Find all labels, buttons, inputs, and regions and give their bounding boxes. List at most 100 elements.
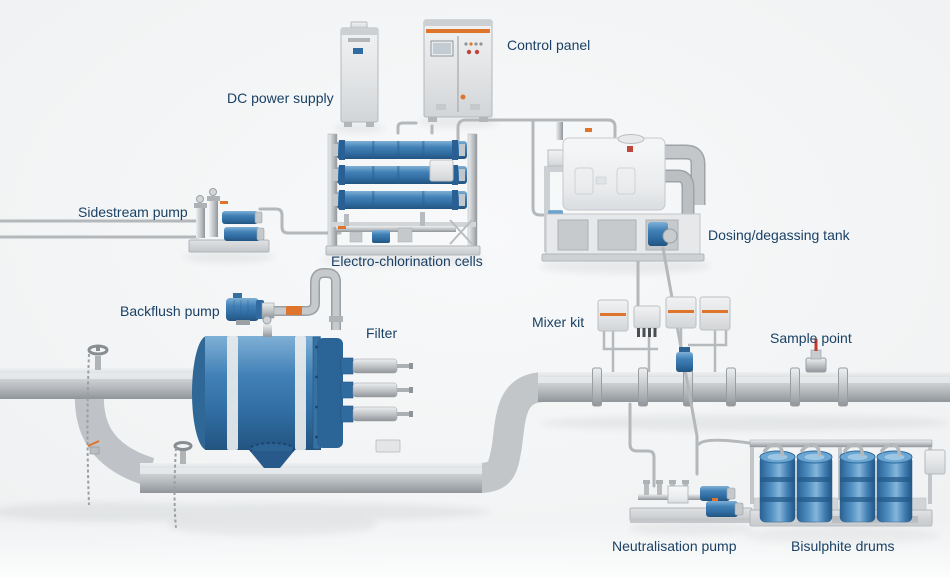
cell-ring [422,191,425,209]
shadow [321,253,485,267]
label-backflush-pump: Backflush pump [120,303,220,319]
flange-bolt [315,375,318,379]
drums-to-pump-pipe [697,438,758,446]
manifold-nozzle [637,328,640,337]
motor-fins [233,300,249,319]
relief-valve [627,146,633,152]
candle-tube [352,382,398,398]
lower-header-pipe [140,463,482,493]
slot [866,516,884,523]
drum [796,443,833,523]
sample-valve-body [805,357,827,373]
dosing-head [667,485,689,504]
cabinet-lid-handle [350,21,368,29]
drum-body [876,455,913,523]
pump-column-cap [207,196,220,201]
tank-elbow-pipe [664,146,704,205]
label-mixer-kit: Mixer kit [532,314,584,330]
cell-ring [422,141,425,159]
label-sample-point: Sample point [770,330,852,346]
shadow [334,123,384,133]
backflush-gooseneck-pipe [262,269,340,330]
indicator-light [474,42,478,46]
manifold-nozzle [642,328,646,337]
valve-cap [682,480,689,484]
vent-stack [556,122,563,140]
dosing-degassing-tank-unit [541,122,706,262]
cell-tube-row [332,140,467,160]
injector-actuator [676,352,693,372]
valve-stub [657,483,662,495]
isolation-valve-inlet [86,344,109,506]
label-bisulphite-drums: Bisulphite drums [791,538,895,554]
cell-ring [397,141,400,159]
shadow [183,251,275,263]
pump-foot [236,320,250,325]
drum [876,443,913,523]
shadow [540,415,950,431]
valve-lever [338,226,346,229]
vessel-strap [295,336,306,450]
drum-hoop [797,477,832,482]
pipe-highlight [0,373,208,379]
valve-stem [180,450,186,464]
candle-tube [352,406,398,422]
indicator-light [464,42,468,46]
flange-bolt [315,435,318,439]
valve-handwheel [209,188,217,196]
pump-motor [700,486,730,501]
motor-end-cap [256,227,265,241]
drum-hoop [840,497,875,502]
sample-valve-handle [814,339,818,351]
suction-hose [879,443,901,457]
cells-to-dosing-side-pipe [531,119,554,217]
valve-cap [669,480,676,484]
drain-valve-lever [87,440,100,447]
accent-stripe [668,310,694,313]
sidestream-pump-unit [188,188,270,253]
filter-candle [340,405,413,423]
sample-point-unit [805,339,827,373]
valve-chain [86,353,90,506]
manhole-ring [617,134,645,144]
thin-tubing [0,118,758,488]
drum-hoop [760,497,795,502]
pipe-highlight [140,468,482,474]
skid-pump [372,230,390,243]
candle-rod [397,388,410,392]
label-neutralisation-pump: Neutralisation pump [612,538,737,554]
drain-valve-body [89,446,100,455]
manifold-nozzle [648,328,651,337]
cross-brace [449,219,473,245]
rail-end-box [924,449,946,475]
motor-junction-box [233,293,242,299]
indicator-light [469,42,473,46]
cell-flange [339,190,345,210]
dc-power-supply-unit [340,21,379,127]
vent-grille [470,104,480,110]
cabinet-top-band [424,20,492,26]
motor-end-cap [734,502,744,516]
injector-cap [679,347,690,352]
candle-rod [397,412,410,416]
cell-flange [339,140,345,160]
floor-plate [375,439,401,453]
cabinet-foot [344,122,352,127]
pump-motor [226,298,259,321]
flange [838,367,848,407]
valve-stem [95,356,101,370]
electro-chlorination-cells-unit [325,133,481,256]
frame-post [544,172,550,252]
drum-lid [767,453,788,461]
pipe-highlight [538,377,950,383]
drum-hoop [877,497,912,502]
candle-tube [352,358,398,374]
label-dc-power-supply: DC power supply [227,90,334,106]
drum-hoop [760,477,795,482]
degassing-pump [648,222,668,246]
control-panel-unit [423,19,493,122]
cabinet-foot [366,122,374,127]
junction-box [429,159,454,182]
label-dosing-degassing-tank: Dosing/degassing tank [708,227,851,243]
drum-body [796,455,833,523]
